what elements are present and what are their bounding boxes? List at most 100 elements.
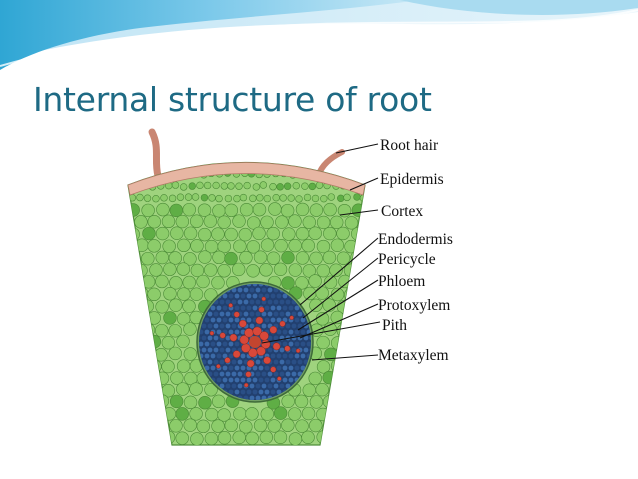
stele-cell (303, 347, 309, 353)
xylem-cell (244, 328, 254, 338)
cortex-cell (128, 347, 142, 361)
xylem-cell (209, 331, 215, 336)
cortex-cell (294, 394, 309, 409)
cortex-cell (279, 194, 287, 202)
cortex-cell (144, 146, 151, 153)
xylem-cell (284, 345, 291, 352)
stele-cell (267, 287, 273, 293)
cortex-cell (189, 214, 204, 228)
stele-cell (216, 377, 222, 383)
cortex-cell (142, 371, 156, 386)
cortex-cell (183, 418, 197, 432)
stele-cell (297, 311, 303, 317)
cortex-cell (113, 395, 126, 408)
cortex-cell (253, 250, 268, 264)
stele-cell (276, 317, 282, 323)
stele-cell (276, 389, 282, 395)
stele-cell (279, 299, 285, 305)
stele-cell (303, 335, 309, 341)
cortex-cell (364, 162, 365, 167)
stele-cell (261, 287, 267, 293)
cortex-cell (297, 146, 304, 153)
stele-cell (219, 371, 225, 377)
cortex-cell (135, 238, 149, 252)
stele-cell (255, 311, 261, 317)
cortex-cell (259, 263, 273, 277)
cortex-cell (351, 419, 365, 434)
banner-wave-right (400, 0, 638, 15)
cortex-cell (316, 407, 330, 422)
cortex-cell (308, 162, 316, 167)
cortex-cell (179, 183, 188, 191)
stele-cell (204, 341, 210, 347)
stele-cell (252, 389, 258, 395)
cortex-cell (134, 360, 149, 374)
stele-cell (294, 353, 300, 359)
stele-cell (270, 305, 276, 311)
cortex-cell (343, 407, 357, 421)
stele-cell (264, 377, 270, 383)
stele-cell (276, 353, 282, 359)
cortex-cell (233, 239, 247, 253)
stele-cell (267, 371, 273, 377)
stele-cell (279, 311, 285, 317)
cortex-cell (141, 420, 156, 434)
stele-cell (228, 353, 234, 359)
stele-cell (258, 377, 264, 383)
cortex-cell (182, 299, 196, 313)
cortex-cell (233, 194, 241, 203)
stele-cell (243, 287, 249, 293)
stele-cell (297, 323, 303, 329)
cortex-cell (252, 183, 261, 191)
cortex-cell (200, 193, 209, 202)
cortex-cell (295, 202, 310, 217)
cortex-cell (168, 194, 177, 203)
cortex-cell (329, 406, 344, 421)
stele-cell (258, 389, 264, 395)
stele-cell (234, 329, 240, 335)
cortex-cell (309, 251, 323, 266)
stele-cell (234, 365, 240, 371)
cortex-cell (235, 182, 243, 190)
diagram-labels: Root hair Epidermis Cortex Endodermis Pe… (378, 137, 453, 364)
cortex-cell (356, 162, 364, 167)
stele-cell (276, 365, 282, 371)
stele-cell (204, 365, 210, 371)
cortex-cell (191, 193, 200, 201)
leader-protoxylem (299, 303, 379, 339)
cortex-cell (183, 347, 198, 361)
stele-cell (255, 287, 261, 293)
cortex-cell (128, 358, 134, 372)
cortex-cell (322, 147, 329, 154)
stele-cell (294, 329, 300, 335)
xylem-cell (270, 366, 277, 373)
cortex-cell (113, 324, 126, 337)
cortex-cell (175, 431, 189, 445)
cortex-cell (309, 298, 323, 313)
cortex-cell (302, 264, 316, 278)
cortex-cell (338, 420, 352, 434)
stele-cell (306, 341, 311, 347)
cortex-cell (308, 226, 322, 240)
label-metaxylem: Metaxylem (378, 347, 449, 364)
stele-cell (216, 305, 222, 311)
stele-cell (288, 305, 294, 311)
xylem-cell (244, 382, 249, 388)
cortex-cell (337, 394, 351, 409)
cortex-cell (134, 431, 148, 445)
stele-cell (207, 359, 213, 365)
cortex-cell (320, 194, 328, 203)
cortex-cell (128, 238, 135, 253)
xylem-cell (279, 320, 286, 327)
header-banner (0, 0, 638, 70)
cortex-cell (295, 276, 309, 290)
cortex-cell (148, 430, 162, 445)
cortex-cell (188, 162, 196, 165)
cortex-cell (128, 276, 140, 290)
cortex-cell (164, 162, 173, 166)
cortex-cell (169, 203, 184, 218)
cortex-cell (184, 146, 191, 153)
xylem-cell (229, 333, 238, 342)
cortex-cell (212, 181, 220, 190)
stele-cell (237, 371, 243, 377)
